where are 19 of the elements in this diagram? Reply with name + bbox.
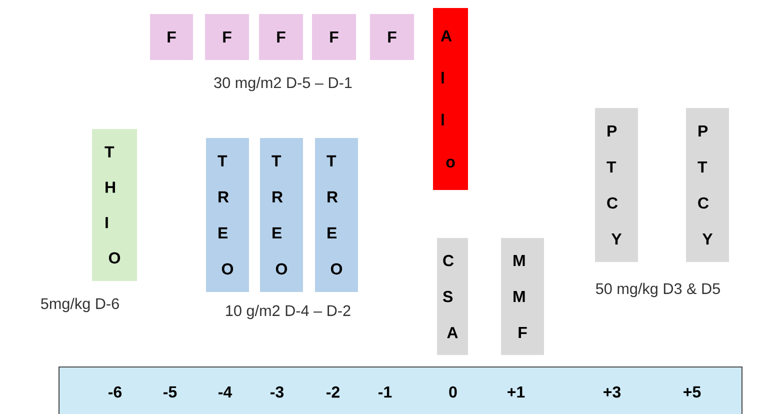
drug-box: F — [370, 14, 414, 60]
drug-box: TREO — [206, 138, 249, 292]
drug-box: PTCY — [595, 108, 638, 262]
drug-box: F — [205, 14, 249, 60]
drug-box: F — [312, 14, 356, 60]
drug-box: PTCY — [686, 108, 729, 262]
dose-label: 10 g/m2 D-4 – D-2 — [226, 304, 350, 320]
dose-label: 30 mg/m2 D-5 – D-1 — [214, 76, 352, 92]
transplant-bar: Allo — [433, 8, 468, 190]
dose-label: 5mg/kg D-6 — [41, 298, 119, 312]
drug-box: CSA — [437, 238, 468, 355]
drug-box: THIO — [92, 129, 138, 281]
drug-box: MMF — [501, 238, 544, 355]
dose-label: 50 mg/kg D3 & D5 — [596, 282, 720, 298]
timeline-bar: -6 -5 -4 -3 -2 -1 0 +1 +3 +5 — [58, 366, 743, 414]
drug-box: TREO — [260, 138, 303, 292]
drug-box: F — [259, 14, 303, 60]
drug-box: TREO — [315, 138, 358, 292]
drug-box: F — [150, 14, 193, 60]
